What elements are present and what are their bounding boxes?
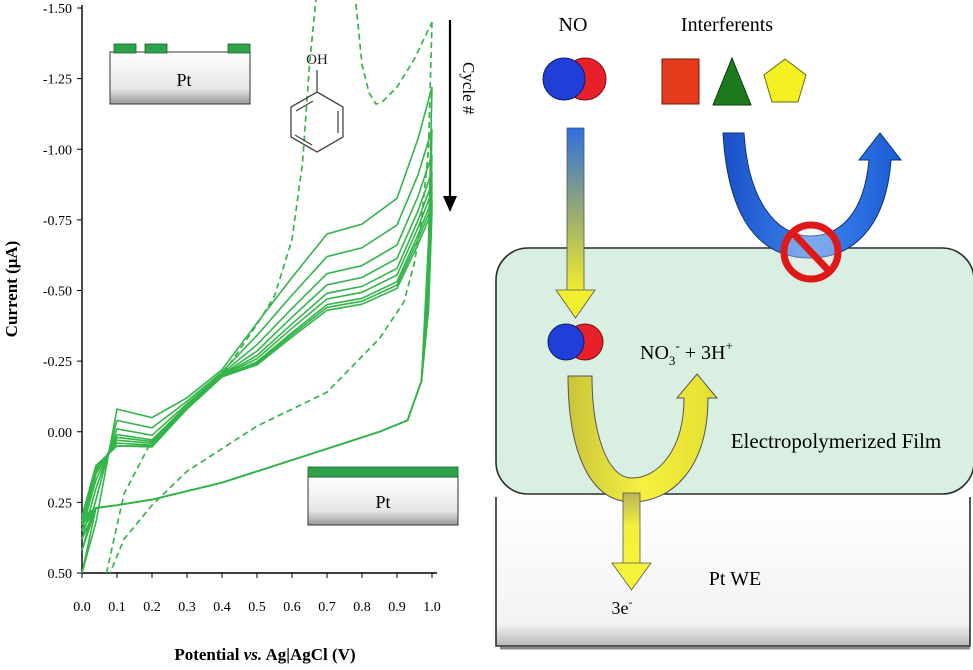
electrons-sup: - [629, 595, 633, 609]
interferents-label: Interferents [681, 14, 773, 36]
x-ticks: 0.0 0.1 0.2 0.3 0.4 0.5 0.6 0.7 0.8 0.9 1.0 [73, 573, 441, 615]
x-tick-label: 0.8 [353, 600, 371, 615]
y-tick-label: -1.25 [43, 73, 72, 88]
x-axis-label-italic: vs. [244, 645, 262, 664]
working-electrode: Pt WE [495, 497, 971, 650]
y-ticks: -1.50 -1.25 -1.00 -0.75 -0.50 -0.25 0.00 0.25 0.… [43, 2, 82, 582]
oxidation-arrow [567, 373, 719, 503]
blocked-icon [780, 221, 842, 283]
film-patch-3 [227, 43, 251, 54]
x-tick-label: 0.5 [248, 600, 266, 615]
electrons-main: 3e [612, 598, 629, 618]
no-label: NO [559, 14, 588, 36]
x-tick-label: 0.7 [318, 600, 336, 615]
x-axis-label: Potential vs. Ag|AgCl (V) [174, 645, 355, 664]
x-tick-label: 0.4 [213, 600, 231, 615]
polymer-film: Electropolymerized Film [495, 247, 973, 495]
x-tick-label: 0.1 [108, 600, 126, 615]
electrons-label: 3e- [612, 595, 633, 618]
film-patch-2 [144, 43, 168, 54]
y-tick-label: 0.00 [48, 426, 73, 441]
mechanism-diagram: Pt WE Electropolymerized Film NO NO3- + … [495, 14, 973, 650]
x-tick-label: 0.6 [283, 600, 301, 615]
cv-first-cycle-return [109, 22, 433, 574]
electron-arrow [611, 492, 652, 591]
x-axis-label-suffix: Ag|AgCl (V) [262, 645, 355, 664]
cv-first-cycle-forward [105, 0, 317, 574]
interferent-pentagon [763, 58, 807, 103]
no-diffusion-arrow [555, 127, 596, 319]
x-tick-label: 0.2 [143, 600, 161, 615]
x-tick-label: 1.0 [423, 600, 441, 615]
inset-patterned-electrode: Pt [109, 43, 251, 105]
product-sup: - [675, 338, 679, 353]
y-tick-label: -1.50 [43, 2, 72, 17]
interferent-rejection-arrow [722, 132, 903, 259]
inset-coated-electrode: Pt [307, 466, 459, 526]
y-tick-label: 0.50 [48, 567, 73, 582]
product-mid: + 3H [680, 342, 726, 364]
cv-first-cycle-peak [354, 0, 433, 106]
cv-series [81, 0, 433, 574]
y-axis-label: Current (μA) [2, 241, 21, 338]
inset-top-label: Pt [176, 70, 191, 90]
plot-frame [81, 5, 437, 574]
no-molecule-top [542, 57, 607, 101]
inset-bottom-label: Pt [375, 492, 390, 512]
phenol-oh-label: OH [306, 52, 328, 68]
y-tick-label: -0.75 [43, 214, 72, 229]
y-tick-label: 0.25 [48, 496, 73, 511]
product-sup2: + [725, 338, 732, 353]
y-tick-label: -0.25 [43, 355, 72, 370]
phenol-structure: OH [290, 52, 344, 153]
x-tick-label: 0.3 [178, 600, 196, 615]
x-tick-label: 0.9 [388, 600, 406, 615]
cv-cycle-9 [81, 211, 433, 518]
film-patch-1 [113, 43, 137, 54]
y-tick-label: -0.50 [43, 285, 72, 300]
cycle-label: Cycle # [459, 62, 478, 115]
film-layer [307, 466, 459, 478]
product-label: NO3- + 3H+ [640, 338, 733, 368]
electrode-label: Pt WE [709, 568, 761, 590]
y-tick-label: -1.00 [43, 143, 72, 158]
interferent-triangle [712, 56, 752, 106]
no-molecule-film [547, 323, 604, 361]
interferent-square [661, 58, 700, 105]
product-sub: 3 [669, 353, 676, 368]
product-main: NO [640, 342, 669, 364]
film-label: Electropolymerized Film [731, 429, 942, 453]
cycle-direction-arrow: Cycle # [443, 20, 478, 212]
x-axis-label-prefix: Potential [174, 645, 243, 664]
x-tick-label: 0.0 [73, 600, 91, 615]
